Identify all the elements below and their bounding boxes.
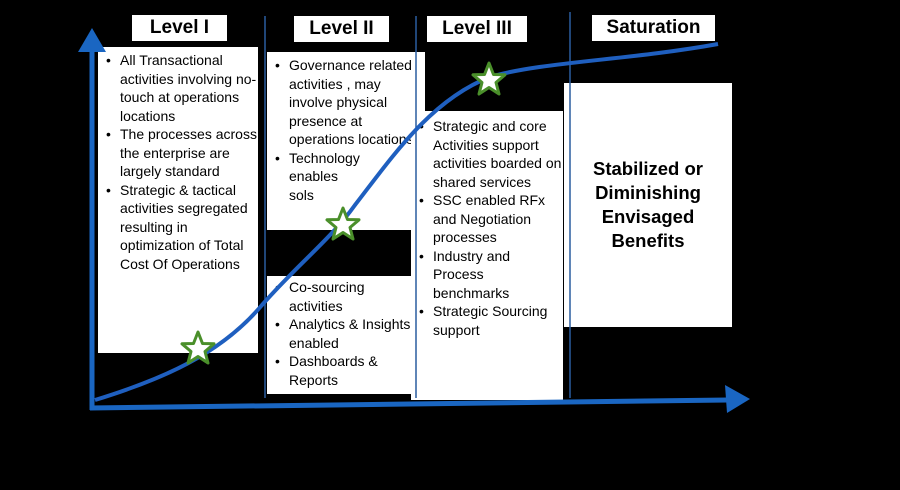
level-3-bullet-list: Strategic and core Activities support ac… <box>411 117 563 339</box>
x-axis <box>89 397 729 411</box>
level-3-bullet: Strategic Sourcing support <box>411 302 563 339</box>
level-2-top-box: Governance related activities , may invo… <box>267 52 425 230</box>
level-1-header: Level I <box>132 15 227 41</box>
maturity-curve <box>94 42 719 402</box>
level-2-bullet: Co-sourcing activities <box>267 278 411 315</box>
y-axis-arrow-icon <box>78 28 106 52</box>
level-3-header: Level III <box>427 16 527 42</box>
level-2-bullet: Governance related activities , may invo… <box>267 56 423 149</box>
level-2-bullet: Technology enables sols <box>267 149 360 205</box>
level-2-header: Level II <box>294 16 389 42</box>
saturation-header: Saturation <box>592 15 715 41</box>
level-1-bullet: All Transactional activities involving n… <box>98 51 258 125</box>
level-1-bullet-list: All Transactional activities involving n… <box>98 51 258 273</box>
level-2-bottom-box: Co-sourcing activities Analytics & Insig… <box>267 276 411 394</box>
level-2-bottom-bullet-list: Co-sourcing activities Analytics & Insig… <box>267 278 411 389</box>
level-1-bullet: The processes across the enterprise are … <box>98 125 258 181</box>
star-icon <box>180 330 216 365</box>
level-1-bullet: Strategic & tactical activities segregat… <box>98 181 258 274</box>
level-2-top-bullet-list: Governance related activities , may invo… <box>267 56 423 204</box>
star-icon <box>325 206 361 241</box>
level-3-bullet: Industry and Process benchmarks <box>411 247 563 303</box>
level-2-bullet: Dashboards & Reports <box>267 352 411 389</box>
level-2-bullet: Analytics & Insights enabled <box>267 315 411 352</box>
star-icon <box>471 61 507 96</box>
saturation-box: Stabilized or Diminishing Envisaged Bene… <box>564 83 732 327</box>
level-3-bullet: SSC enabled RFx and Negotiation processe… <box>411 191 563 247</box>
x-axis-arrow-icon <box>725 385 750 413</box>
saturation-text: Stabilized or Diminishing Envisaged Bene… <box>593 158 703 251</box>
level-1-box: All Transactional activities involving n… <box>98 47 258 353</box>
level-3-box: Strategic and core Activities support ac… <box>411 111 563 400</box>
